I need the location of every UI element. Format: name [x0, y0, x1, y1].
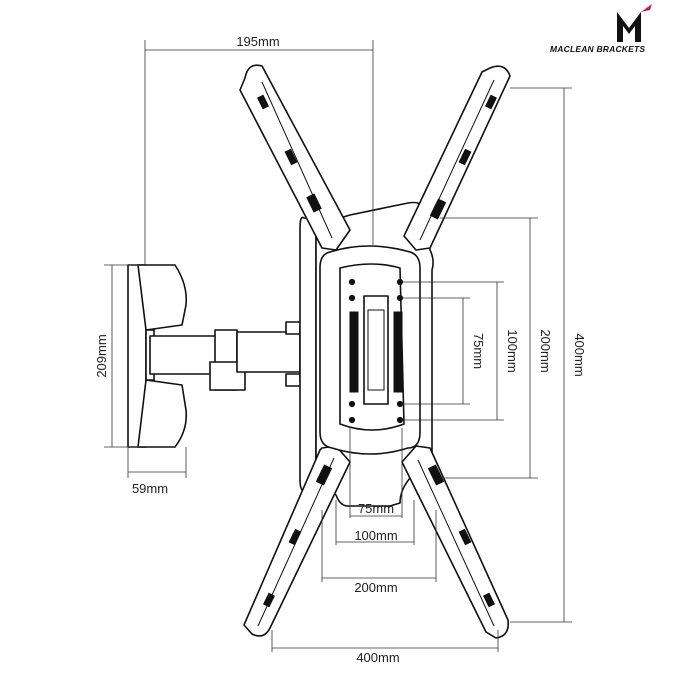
articulating-arm	[149, 321, 319, 391]
dimension-lines	[104, 40, 572, 652]
brand-logo: MACLEAN BRACKETS	[550, 4, 652, 54]
mounting-arm-top-right	[403, 65, 511, 251]
dim-vesa-200-horizontal-label: 200mm	[354, 580, 397, 595]
dim-vesa-400-horizontal-label: 400mm	[356, 650, 399, 665]
logo-m-icon	[617, 12, 641, 42]
mounting-arm-bottom-right	[401, 445, 510, 639]
dim-arm-reach-label: 195mm	[236, 34, 279, 49]
brand-name: MACLEAN BRACKETS	[550, 44, 645, 54]
central-plate	[319, 245, 421, 455]
dim-wall-plate-depth-label: 59mm	[132, 481, 168, 496]
dim-vesa-100-vertical-label: 100mm	[505, 329, 520, 372]
dim-wall-plate-height-label: 209mm	[94, 334, 109, 377]
mounting-arm-top-left	[239, 64, 351, 251]
dim-vesa-400-vertical-label: 400mm	[572, 333, 587, 376]
dim-vesa-75-horizontal-label: 75mm	[358, 501, 394, 516]
mounting-arm-bottom-left	[243, 445, 351, 637]
dim-vesa-75-vertical-label: 75mm	[471, 333, 486, 369]
dim-vesa-200-vertical-label: 200mm	[538, 329, 553, 372]
dimension-labels: 195mm 209mm 59mm 75mm 100mm 200mm 400mm …	[94, 34, 587, 665]
logo-accent-icon	[641, 4, 652, 12]
dim-vesa-100-horizontal-label: 100mm	[354, 528, 397, 543]
